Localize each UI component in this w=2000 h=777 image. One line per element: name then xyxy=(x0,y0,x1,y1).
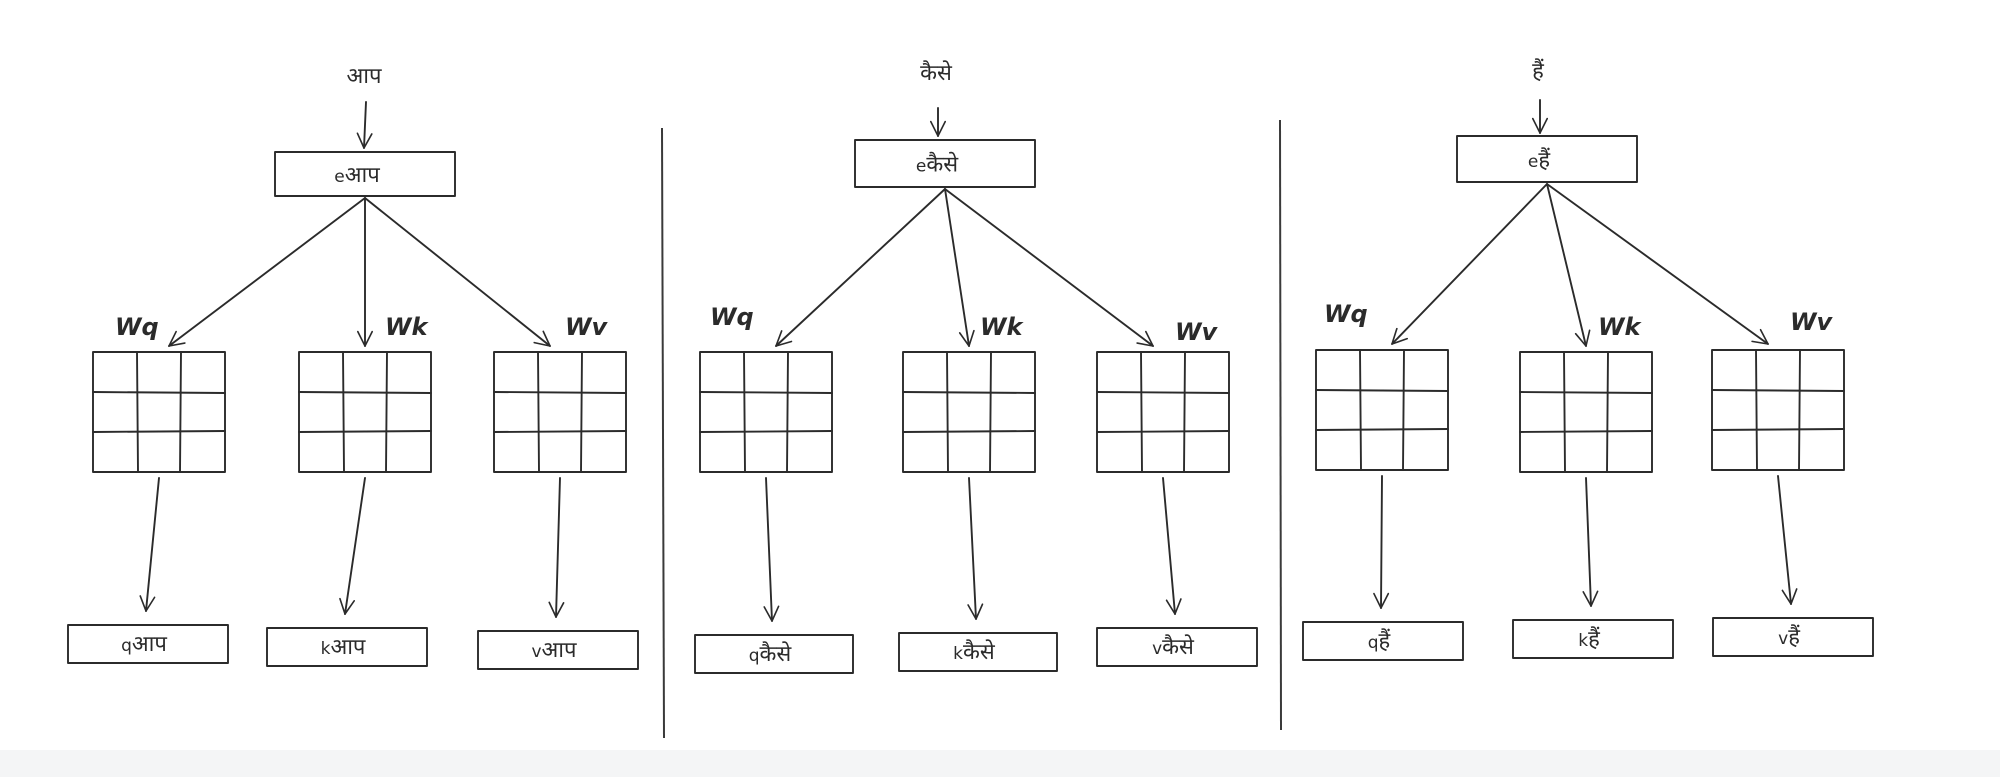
key-vector-token: हैं xyxy=(1588,626,1600,652)
key-vector-prefix: k xyxy=(321,639,331,659)
key-vector-token: आप xyxy=(330,635,365,660)
wq-matrix xyxy=(699,351,833,473)
wq-matrix xyxy=(92,351,226,473)
weight-label: Wv xyxy=(1175,318,1218,346)
query-vector-label: qकैसे xyxy=(749,641,793,667)
arrow-down-icon xyxy=(339,477,366,615)
key-vector-label: kकैसे xyxy=(953,639,996,665)
embedding-box xyxy=(1456,135,1638,183)
wv-matrix xyxy=(1096,351,1230,473)
weight-label: Wk xyxy=(385,313,429,341)
value-vector-prefix: v xyxy=(531,642,541,662)
value-vector-prefix: v xyxy=(1778,629,1788,649)
wq-matrix xyxy=(1315,349,1449,471)
embedding-label: eहैं xyxy=(1528,147,1550,173)
arrow-diagonal-icon xyxy=(944,188,975,347)
embedding-token: कैसे xyxy=(926,152,959,178)
value-vector-box xyxy=(1712,617,1874,657)
key-vector-box xyxy=(266,627,428,667)
arrow-down-icon xyxy=(1777,475,1798,605)
key-vector-token: कैसे xyxy=(963,639,996,665)
key-vector-label: kहैं xyxy=(1578,626,1600,652)
arrow-diagonal-icon xyxy=(944,188,1154,347)
value-vector-box xyxy=(477,630,639,670)
query-vector-prefix: q xyxy=(121,636,132,656)
embedding-label: eकैसे xyxy=(916,152,959,178)
wv-matrix xyxy=(493,351,627,473)
arrow-diagonal-icon xyxy=(1391,183,1548,345)
embedding-token: हैं xyxy=(1538,147,1550,173)
value-vector-token: कैसे xyxy=(1162,634,1195,660)
value-vector-label: vआप xyxy=(531,638,577,663)
arrow-diagonal-icon xyxy=(775,188,946,347)
arrow-diagonal-icon xyxy=(168,197,366,347)
query-vector-token: आप xyxy=(132,632,167,657)
key-vector-box xyxy=(1512,619,1674,659)
arrow-down-icon xyxy=(763,477,780,622)
input-token: कैसे xyxy=(920,60,953,86)
weight-label: Wv xyxy=(1790,308,1833,336)
key-vector-prefix: k xyxy=(1578,631,1588,651)
wk-matrix xyxy=(298,351,432,473)
wv-matrix xyxy=(1711,349,1845,471)
query-vector-prefix: q xyxy=(1368,633,1379,653)
input-token: हैं xyxy=(1532,58,1544,84)
arrow-diagonal-icon xyxy=(364,197,551,347)
bottom-strip xyxy=(0,750,2000,777)
embedding-box xyxy=(854,139,1036,188)
query-vector-label: qआप xyxy=(121,632,167,657)
value-vector-label: vहैं xyxy=(1778,624,1800,650)
weight-label: Wq xyxy=(1324,300,1368,328)
weight-label: Wk xyxy=(1598,313,1642,341)
embedding-label: eआप xyxy=(334,163,380,188)
query-vector-prefix: q xyxy=(749,646,760,666)
weight-label: Wv xyxy=(565,313,608,341)
wk-matrix xyxy=(1519,351,1653,473)
query-vector-token: कैसे xyxy=(760,641,793,667)
input-token: आप xyxy=(347,64,382,89)
value-vector-box xyxy=(1096,627,1258,667)
embedding-prefix: e xyxy=(916,157,926,177)
value-vector-prefix: v xyxy=(1152,639,1162,659)
query-vector-token: हैं xyxy=(1379,628,1391,654)
arrow-down-icon xyxy=(967,477,984,620)
query-vector-box xyxy=(694,634,854,674)
weight-label: Wq xyxy=(710,303,754,331)
key-vector-label: kआप xyxy=(321,635,366,660)
weight-label: Wk xyxy=(980,313,1024,341)
arrow-down-icon xyxy=(1162,477,1182,615)
value-vector-token: आप xyxy=(542,638,577,663)
embedding-box xyxy=(274,151,456,197)
weight-label: Wq xyxy=(115,313,159,341)
query-vector-box xyxy=(67,624,229,664)
key-vector-box xyxy=(898,632,1058,672)
arrow-down-icon xyxy=(139,477,160,612)
arrow-diagonal-icon xyxy=(1546,183,1591,347)
value-vector-token: हैं xyxy=(1788,624,1800,650)
query-vector-box xyxy=(1302,621,1464,661)
panel-divider xyxy=(661,127,665,739)
key-vector-prefix: k xyxy=(953,644,963,664)
arrow-down-icon xyxy=(548,477,565,618)
arrow-diagonal-icon xyxy=(1546,183,1769,345)
wk-matrix xyxy=(902,351,1036,473)
embedding-prefix: e xyxy=(1528,152,1538,172)
value-vector-label: vकैसे xyxy=(1152,634,1195,660)
arrow-down-icon xyxy=(1582,477,1599,607)
arrow-down-icon xyxy=(1373,475,1390,609)
panel-divider xyxy=(1279,119,1282,731)
arrow-down-icon xyxy=(356,101,373,149)
embedding-prefix: e xyxy=(334,167,344,187)
embedding-token: आप xyxy=(345,163,380,188)
query-vector-label: qहैं xyxy=(1368,628,1391,654)
